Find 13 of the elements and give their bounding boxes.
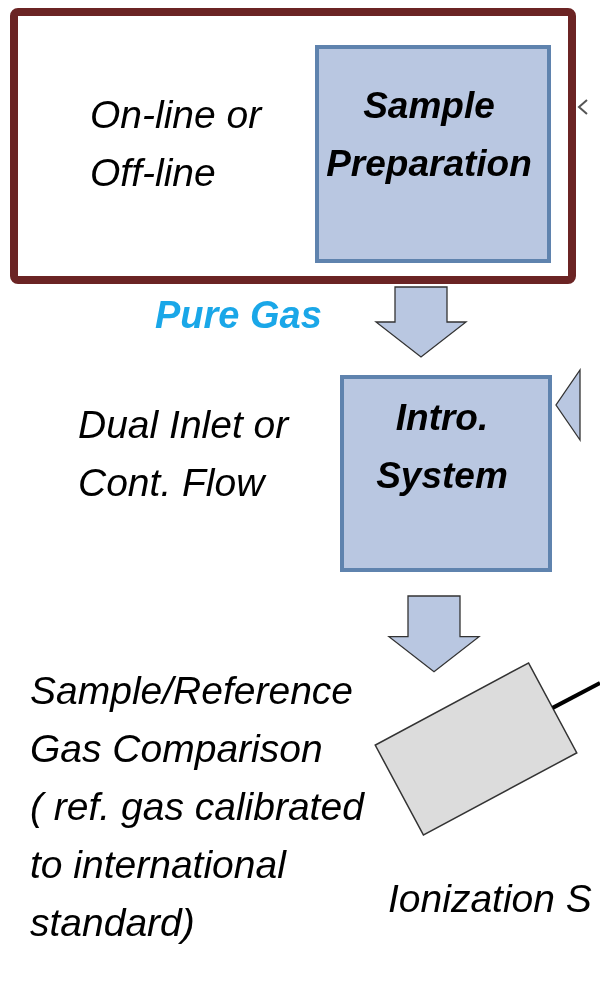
inlet-mode-label: Dual Inlet or Cont. Flow [78,402,291,506]
box-label: Intro. System [375,396,509,498]
process-box [315,45,551,263]
source-label: Ionization S [388,876,592,922]
block-arrow [387,595,481,673]
connector-line [551,681,600,710]
comparison-label: Sample/Reference Gas Comparison [30,668,354,772]
calibration-note: ( ref. gas calibrated to international standard) [30,784,366,946]
block-arrow [374,286,468,358]
mode-label: On-line or Off-line [90,92,264,196]
outline-frame [10,8,576,284]
process-box [340,375,552,572]
box-label: Sample Preparation [325,84,533,186]
